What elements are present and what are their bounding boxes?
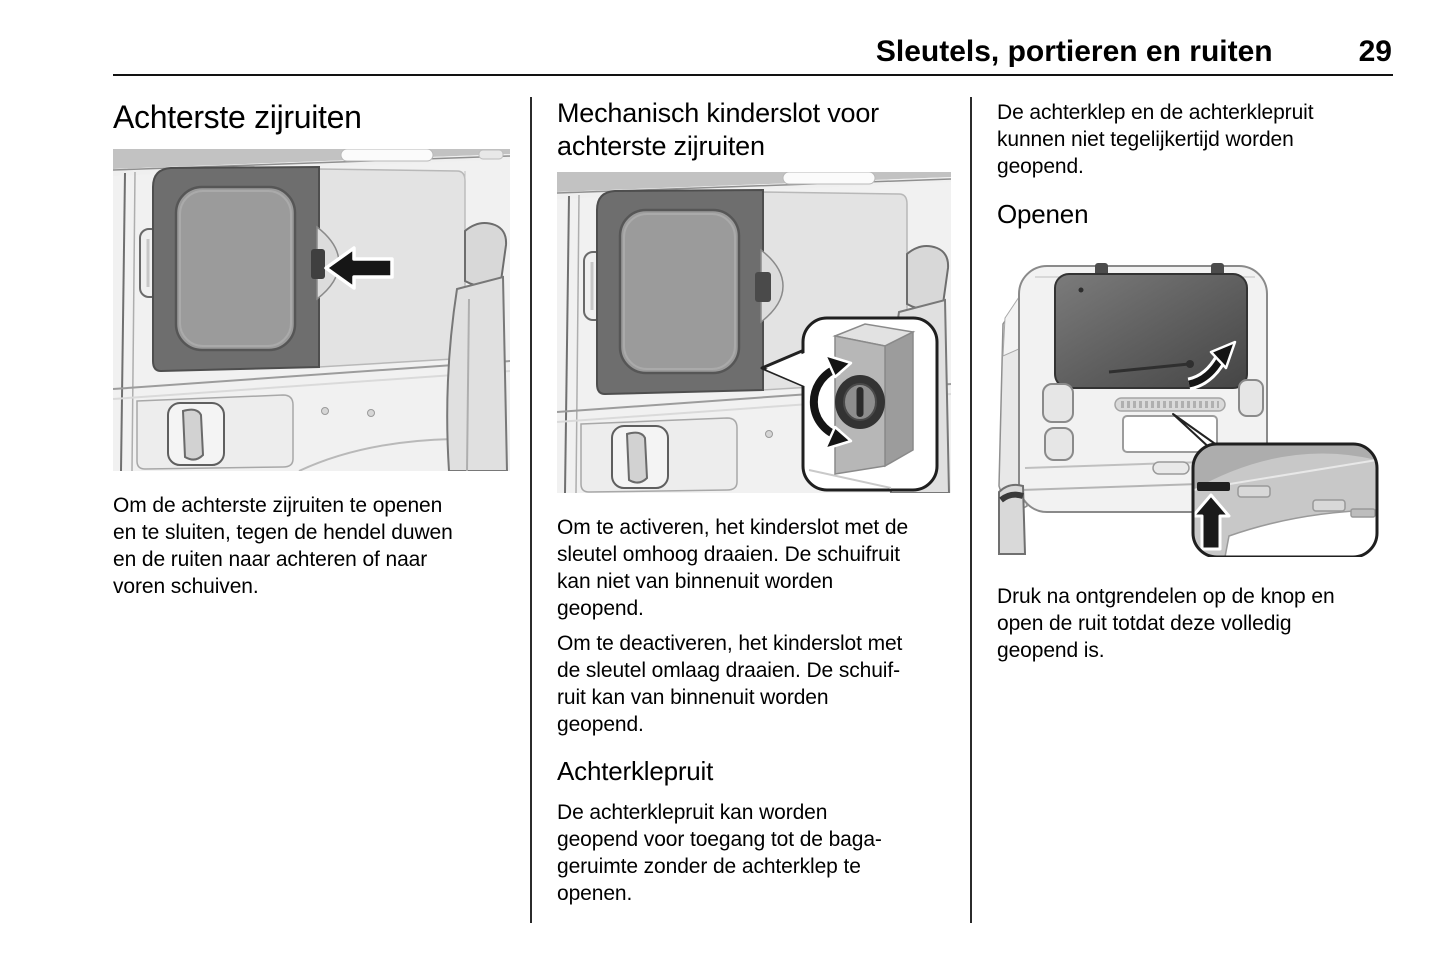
body-paragraph: Om te deactiveren, het kinderslot met de… (557, 632, 903, 736)
header-rule (113, 74, 1393, 76)
body-paragraph: De achterklepruit kan worden geopend voo… (557, 801, 882, 905)
body-paragraph: Om de achterste zijruiten te openen en t… (113, 494, 453, 598)
release-button (1197, 482, 1230, 491)
rotate-key-arrow-icon (806, 353, 853, 451)
column-divider-1 (530, 97, 532, 923)
heading-open: Openen (997, 199, 1089, 229)
body-paragraph: Druk na ontgrendelen op de knop en open … (997, 585, 1335, 662)
tailgate-window-illustration (997, 252, 1393, 557)
slide-direction-arrow-icon (324, 246, 394, 290)
chapter-title: Sleutels, portieren en ruiten (875, 35, 1273, 68)
column-tailgate-window-open: De achterklep en de achterklepruit kunne… (997, 97, 1393, 664)
heading-tailgate-window: Achterklepruit (557, 756, 714, 786)
side-window-illustration (113, 149, 510, 471)
column-child-lock: Mechanisch kinderslot voor achterste zij… (557, 97, 951, 907)
body-paragraph: Om te activeren, het kinderslot met de s… (557, 516, 909, 620)
child-lock-illustration (557, 172, 951, 493)
open-direction-arrow-icon (1187, 340, 1237, 391)
heading-rear-side-windows: Achterste zijruiten (113, 99, 362, 135)
column-divider-2 (970, 97, 972, 923)
heading-child-lock: Mechanisch kinderslot voor achterste zij… (557, 98, 879, 161)
body-paragraph: De achterklep en de achterklepruit kunne… (997, 101, 1314, 178)
running-head: Sleutels, portieren en ruiten 29 (113, 35, 1392, 69)
keyhole-icon (835, 375, 885, 429)
column-rear-side-windows: Achterste zijruiten (113, 97, 510, 600)
page-number: 29 (1358, 35, 1392, 68)
